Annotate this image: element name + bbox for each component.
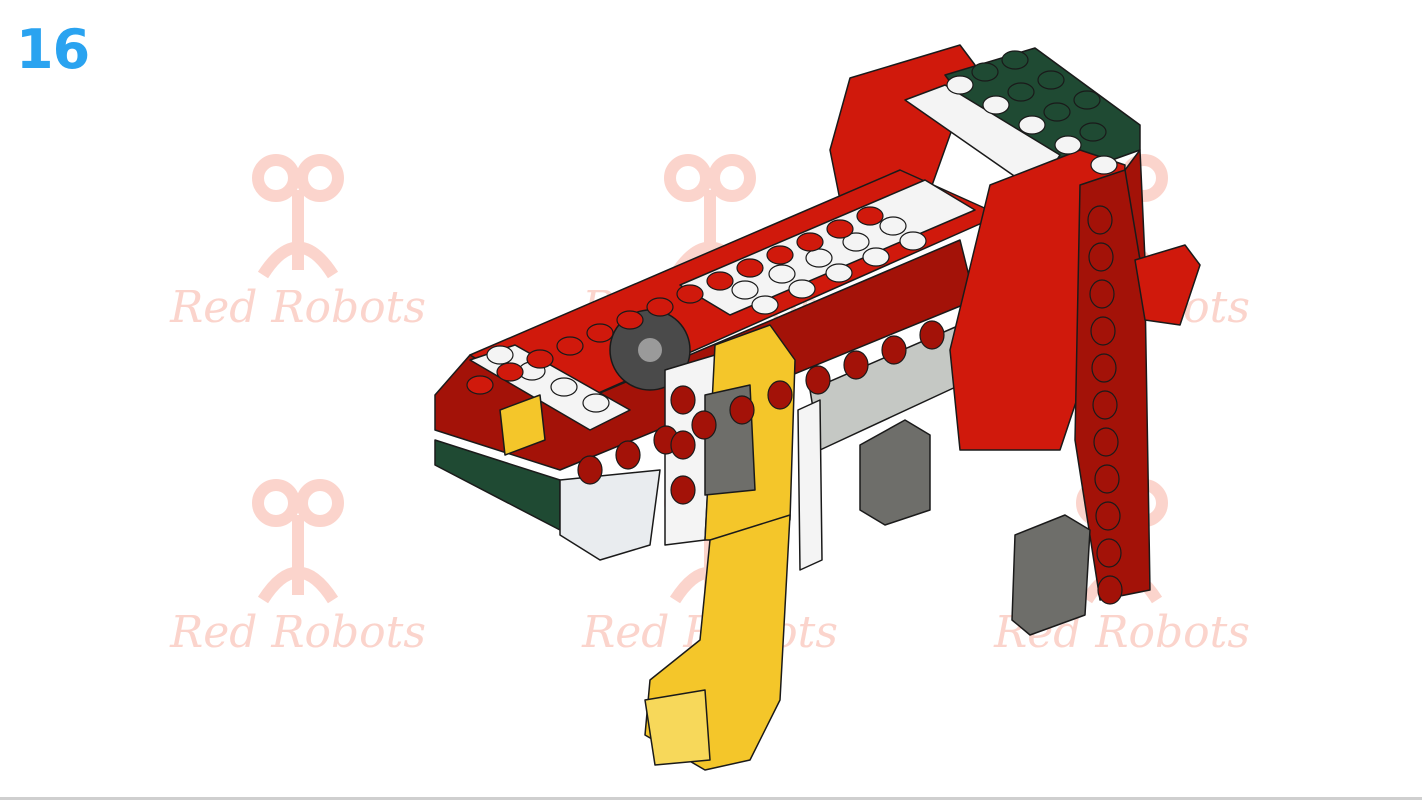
- beam-hole: [729, 395, 755, 425]
- stud: [842, 232, 870, 252]
- stud: [899, 231, 927, 251]
- stud: [1073, 90, 1101, 110]
- stud: [676, 284, 704, 304]
- stud: [766, 245, 794, 265]
- stud: [796, 232, 824, 252]
- stud: [1007, 82, 1035, 102]
- stud: [731, 280, 759, 300]
- stud: [1018, 115, 1046, 135]
- beam-hole: [670, 475, 696, 505]
- beam-hole: [615, 440, 641, 470]
- clear-piece: [559, 469, 661, 561]
- stud: [856, 206, 884, 226]
- stud: [805, 248, 833, 268]
- stud: [466, 375, 494, 395]
- beam-hole: [1091, 353, 1117, 383]
- stud: [556, 336, 584, 356]
- stud: [1001, 50, 1029, 70]
- stud: [1079, 122, 1107, 142]
- stud: [1054, 135, 1082, 155]
- beam-hole: [691, 410, 717, 440]
- yellow-foot: [644, 689, 711, 766]
- step-number: 16: [16, 18, 90, 81]
- gear-hub: [638, 338, 662, 362]
- stud: [862, 247, 890, 267]
- beam-hole: [767, 380, 793, 410]
- watermark-text: Red Robots: [169, 607, 426, 658]
- stud: [526, 349, 554, 369]
- red-vertical-beam: [1074, 169, 1151, 601]
- front-leg: [644, 324, 823, 771]
- beam-hole: [805, 365, 831, 395]
- beam-hole: [670, 430, 696, 460]
- stud: [1037, 70, 1065, 90]
- beam-hole: [1094, 464, 1120, 494]
- watermark-text: Red Robots: [169, 282, 426, 333]
- watermark-logo: Red Robots: [169, 154, 426, 333]
- stud: [706, 271, 734, 291]
- stud: [582, 393, 610, 413]
- stud: [825, 263, 853, 283]
- stud: [1043, 102, 1071, 122]
- stud: [736, 258, 764, 278]
- beam-hole: [1096, 538, 1122, 568]
- stud: [496, 362, 524, 382]
- beam-hole: [843, 350, 869, 380]
- grey-foot-mid: [859, 419, 931, 526]
- stud: [768, 264, 796, 284]
- stud: [646, 297, 674, 317]
- stud: [486, 345, 514, 365]
- stud: [616, 310, 644, 330]
- beam-hole: [670, 385, 696, 415]
- watermark-logo: Red Robots: [169, 479, 426, 658]
- robot-key-icon: [252, 154, 344, 279]
- grey-foot-rear: [1011, 514, 1091, 636]
- stud: [751, 295, 779, 315]
- rack-gear: [797, 399, 823, 571]
- beam-hole: [1092, 390, 1118, 420]
- beam-hole: [1093, 427, 1119, 457]
- stud: [826, 219, 854, 239]
- stud: [788, 279, 816, 299]
- beam-hole: [881, 335, 907, 365]
- stud: [879, 216, 907, 236]
- stud: [971, 62, 999, 82]
- beam-hole: [1090, 316, 1116, 346]
- rear-leg: [859, 149, 1201, 636]
- beam-hole: [1089, 279, 1115, 309]
- stud: [550, 377, 578, 397]
- stud: [946, 75, 974, 95]
- rear-body: [829, 44, 1146, 271]
- beam-holes-layer: [577, 205, 1123, 605]
- robot-key-icon: [252, 479, 344, 604]
- stud: [586, 323, 614, 343]
- beam-hole: [919, 320, 945, 350]
- front-yellow-brick: [499, 394, 546, 456]
- stud: [982, 95, 1010, 115]
- beam-hole: [1087, 205, 1113, 235]
- beam-hole: [1097, 575, 1123, 605]
- white-plate-top: [679, 179, 976, 316]
- tail-red: [1134, 244, 1201, 326]
- beam-hole: [577, 455, 603, 485]
- bottom-divider: [0, 797, 1422, 800]
- studs-layer: [466, 50, 1118, 413]
- beam-hole: [1088, 242, 1114, 272]
- stud: [1090, 155, 1118, 175]
- beam-hole: [1095, 501, 1121, 531]
